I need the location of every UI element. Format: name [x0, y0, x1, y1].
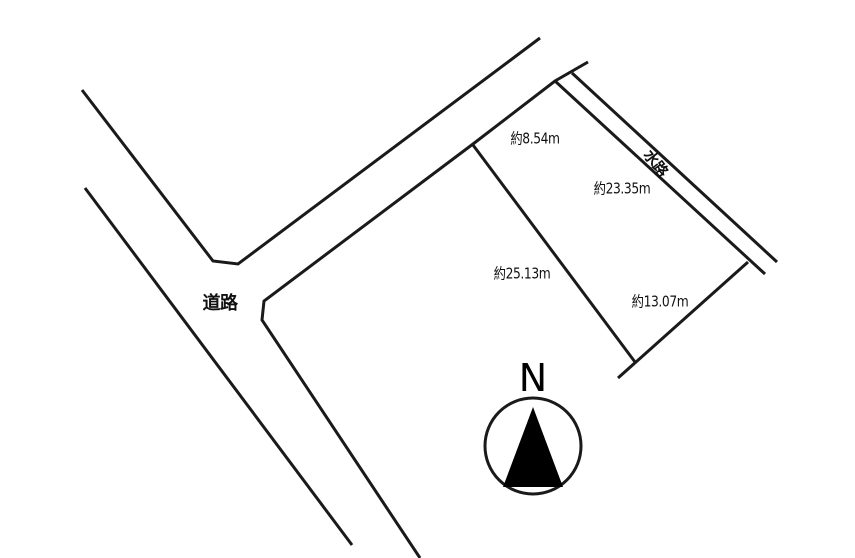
lot-boundary-waterway: [553, 79, 767, 276]
lot-boundary-bottom: [617, 260, 749, 380]
dimension-waterway-side: 約23.35m: [593, 179, 651, 198]
compass-circle: [483, 396, 583, 496]
dimension-bottom-side: 約13.07m: [631, 292, 689, 311]
north-label: N: [518, 356, 548, 400]
road-edge-upper: [80, 36, 541, 266]
lot-boundary-left: [471, 144, 637, 363]
compass-arrow-icon: [503, 407, 563, 487]
road-label: 道路: [202, 293, 239, 314]
dimension-top: 約8.54m: [510, 129, 560, 148]
road-edge-lot-side: [260, 60, 589, 558]
waterway-edge: [570, 71, 779, 264]
dimension-left-side: 約25.13m: [493, 264, 551, 283]
road-edge-left: [83, 187, 354, 546]
